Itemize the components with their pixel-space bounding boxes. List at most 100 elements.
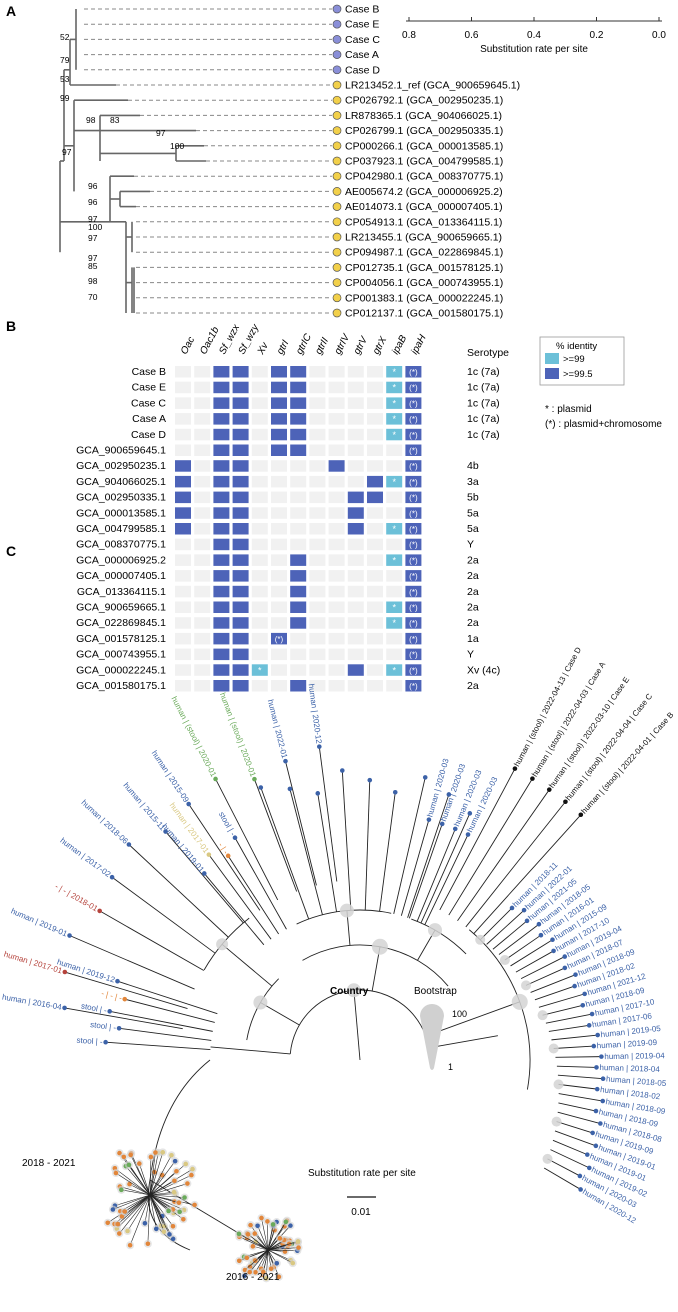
tip-label: human | 2018-06 xyxy=(79,798,130,846)
tip-marker xyxy=(562,965,568,971)
panel-a-bootstrap: 100 xyxy=(88,222,102,232)
tip-marker xyxy=(600,1076,606,1082)
matrix-cell xyxy=(175,554,191,566)
matrix-cell xyxy=(367,507,383,519)
panel-a-tree-branches xyxy=(59,9,206,313)
matrix-cell xyxy=(367,460,383,472)
cluster-tip xyxy=(190,1166,195,1172)
gene-header: Xv xyxy=(255,340,271,357)
tree-branch xyxy=(420,813,471,924)
matrix-cell xyxy=(328,523,345,535)
tree-branch xyxy=(552,1139,588,1156)
tip-marker xyxy=(467,811,473,816)
tree-branch xyxy=(557,1074,604,1080)
cluster-branch xyxy=(261,1217,269,1251)
panel-a-scale-title: Substitution rate per site xyxy=(480,44,588,55)
panel-a-tip-marker xyxy=(332,141,342,151)
matrix-cell xyxy=(251,444,268,456)
tip-marker xyxy=(572,983,577,989)
tree-branch xyxy=(425,1001,520,1037)
tree-branch xyxy=(208,854,272,940)
matrix-cell xyxy=(309,475,326,488)
cluster-tip xyxy=(265,1219,270,1224)
gene-header: gtrV xyxy=(352,334,371,357)
matrix-cell xyxy=(405,585,422,598)
cluster-tip xyxy=(276,1274,282,1280)
matrix-cell xyxy=(290,507,307,519)
tree-branch xyxy=(379,792,396,912)
panel-a-bootstrap: 96 xyxy=(88,197,98,207)
bootstrap-circle xyxy=(551,1116,562,1127)
plasmid-mark: * xyxy=(392,430,396,440)
plasmid-chromosome-mark: (*) xyxy=(409,384,418,393)
panel-a-tip-label: CP026792.1 (GCA_002950235.1) xyxy=(345,95,503,107)
matrix-cell xyxy=(213,680,230,692)
cluster-branch xyxy=(119,1186,151,1196)
tip-marker xyxy=(550,937,555,943)
bootstrap-circle xyxy=(499,955,510,966)
tree-branch xyxy=(285,761,317,886)
plasmid-mark: * xyxy=(258,665,262,675)
plasmid-chromosome-mark: (*) xyxy=(409,619,418,628)
cluster-branch xyxy=(255,1249,269,1273)
matrix-cell xyxy=(290,397,307,409)
matrix-cell xyxy=(175,680,191,692)
matrix-cell xyxy=(251,397,268,409)
cluster-branch xyxy=(149,1156,152,1196)
matrix-cell xyxy=(290,632,307,645)
matrix-cell xyxy=(194,570,211,582)
plasmid-chromosome-mark: (*) xyxy=(409,509,418,518)
matrix-cell xyxy=(405,648,422,661)
tree-branch xyxy=(486,909,525,945)
tip-marker xyxy=(103,1039,108,1045)
cluster-tip xyxy=(236,1231,242,1237)
matrix-cell xyxy=(194,444,211,456)
matrix-cell xyxy=(232,538,249,551)
cluster-branch xyxy=(149,1194,170,1235)
serotype-value: 5a xyxy=(467,507,479,519)
tip-marker xyxy=(599,1054,604,1059)
cluster-tip xyxy=(127,1181,132,1187)
matrix-cell xyxy=(405,397,422,409)
tree-branch xyxy=(317,793,337,912)
row-label: Case C xyxy=(131,397,166,409)
panel-a-tip-label: CP094987.1 (GCA_022869845.1) xyxy=(345,247,503,259)
matrix-cell xyxy=(309,585,326,598)
cluster-tip xyxy=(189,1172,194,1178)
matrix-cell xyxy=(194,632,211,645)
matrix-cell xyxy=(405,491,422,504)
cluster-tip xyxy=(182,1195,187,1200)
panel-a-bootstrap: 97 xyxy=(62,147,72,157)
matrix-cell xyxy=(232,366,249,378)
matrix-cell xyxy=(386,413,403,425)
cluster-branch xyxy=(250,1224,269,1251)
matrix-cell xyxy=(328,554,345,566)
cluster-branch xyxy=(247,1234,269,1251)
panel-a-tip-marker xyxy=(332,263,342,272)
panel-a-tip-marker xyxy=(332,171,342,181)
matrix-cell xyxy=(290,538,307,551)
cluster-branch xyxy=(112,1194,151,1210)
matrix-cell xyxy=(347,601,364,613)
serotype-value: 2a xyxy=(467,586,479,598)
panel-c-scale-value: 0.01 xyxy=(351,1207,371,1218)
panel-c-label: C xyxy=(6,543,16,559)
tree-branch xyxy=(545,1013,593,1024)
gene-header: gtrI xyxy=(275,338,292,356)
matrix-cell xyxy=(367,444,383,456)
matrix-cell xyxy=(213,507,230,519)
tree-branch xyxy=(210,1046,291,1055)
cluster-tip xyxy=(167,1232,172,1237)
plasmid-chromosome-mark: (*) xyxy=(409,604,418,613)
plasmid-chromosome-mark: (*) xyxy=(409,399,418,408)
tip-marker xyxy=(591,1043,597,1049)
panel-a-bootstrap: 97 xyxy=(88,214,98,224)
tree-branch xyxy=(111,876,216,954)
matrix-cell xyxy=(251,523,268,535)
matrix-cell xyxy=(175,460,191,472)
matrix-cell xyxy=(405,617,422,629)
matrix-cell xyxy=(309,664,326,676)
tip-marker xyxy=(97,908,102,914)
matrix-cell xyxy=(328,648,345,661)
matrix-cell xyxy=(328,397,345,409)
